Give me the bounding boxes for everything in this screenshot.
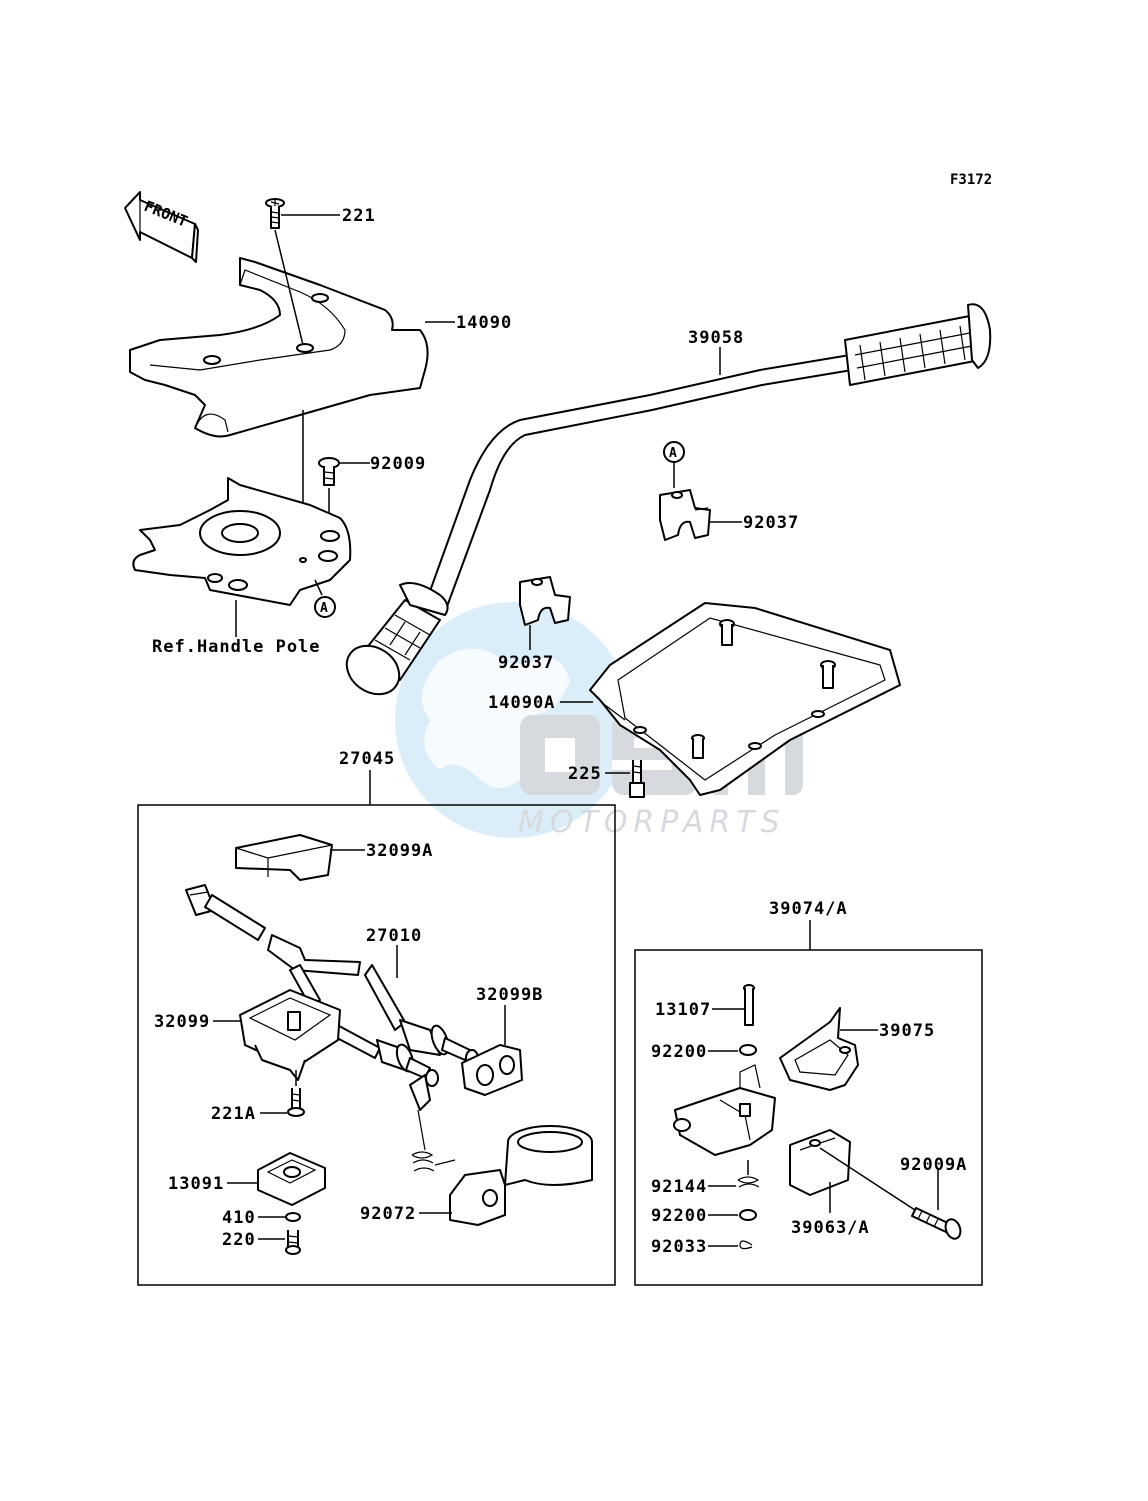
group-label-27045: 27045 (339, 749, 395, 769)
figure-code: F3172 (950, 172, 992, 188)
label-220: 220 (222, 1230, 256, 1250)
bolt-220 (285, 1230, 301, 1255)
connector-27010 (399, 1019, 479, 1067)
label-92200-b: 92200 (651, 1206, 707, 1226)
label-14090A: 14090A (488, 693, 555, 713)
group-box-39074A (634, 949, 983, 1286)
label-14090: 14090 (456, 313, 512, 333)
label-39063A: 39063/A (791, 1218, 870, 1238)
label-92072: 92072 (360, 1204, 416, 1224)
holder-32099B (461, 1044, 523, 1096)
watermark-subtitle: MOTORPARTS (518, 805, 786, 840)
front-arrow-icon: FRONT (124, 191, 199, 263)
label-27010: 27010 (366, 926, 422, 946)
cover-39063A (789, 1129, 851, 1196)
label-32099B: 32099B (476, 985, 543, 1005)
switch-cover-32099A (235, 834, 333, 881)
label-92144: 92144 (651, 1177, 707, 1197)
pin-13107 (743, 984, 755, 1026)
label-13107: 13107 (655, 1000, 711, 1020)
clamp-13091 (257, 1152, 326, 1206)
handle-pole-plate (132, 477, 352, 606)
label-221A: 221A (211, 1104, 256, 1124)
label-410: 410 (222, 1208, 256, 1228)
screw-92009A (911, 1207, 962, 1240)
bolt-225 (629, 760, 645, 798)
washer-410 (285, 1212, 301, 1222)
wire-harness (185, 884, 406, 1059)
callout-a-clamp: A (663, 441, 685, 463)
group-label-39074A: 39074/A (769, 899, 848, 919)
svg-text:A: A (320, 601, 328, 616)
label-92200-a: 92200 (651, 1042, 707, 1062)
label-39058: 39058 (688, 328, 744, 348)
clamp-92037-upper (659, 489, 711, 541)
handlebar-39058 (345, 303, 992, 696)
label-221: 221 (342, 206, 376, 226)
spring-92144 (737, 1176, 760, 1188)
clamp-92037-lower (519, 576, 571, 626)
label-13091: 13091 (168, 1174, 224, 1194)
group-box-27045 (137, 804, 616, 1286)
label-32099: 32099 (154, 1012, 210, 1032)
screw-92009 (318, 457, 340, 486)
screw-221A (287, 1088, 305, 1117)
screw-221 (265, 198, 285, 229)
washer-92200-a (739, 1044, 757, 1056)
label-32099A: 32099A (366, 841, 433, 861)
callout-a-plate: A (314, 596, 336, 618)
label-92037-upper: 92037 (743, 513, 799, 533)
throttle-housing (673, 1064, 776, 1156)
reference-note: Ref.Handle Pole (152, 637, 321, 657)
handle-cover-14090A (589, 602, 901, 796)
label-92037-lower: 92037 (498, 653, 554, 673)
svg-text:A: A (669, 446, 677, 461)
label-39075: 39075 (879, 1021, 935, 1041)
washer-92200-b (739, 1209, 757, 1221)
label-92033: 92033 (651, 1237, 707, 1257)
handle-cover-14090 (129, 257, 429, 438)
label-92009A: 92009A (900, 1155, 967, 1175)
switch-housing-32099 (239, 989, 341, 1081)
circlip-92033 (739, 1240, 753, 1250)
label-92009: 92009 (370, 454, 426, 474)
label-225: 225 (568, 764, 602, 784)
lanyard-92072 (409, 1074, 593, 1226)
lever-39075 (779, 1007, 859, 1091)
